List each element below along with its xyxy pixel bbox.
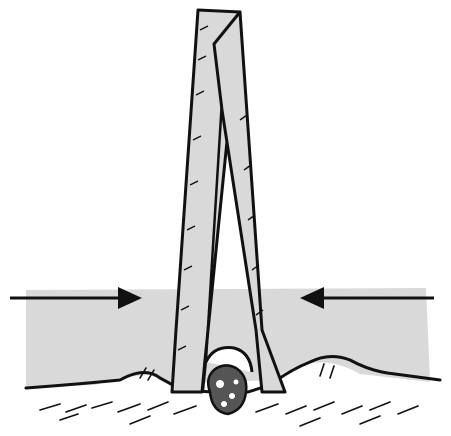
grasped-object xyxy=(208,365,246,414)
